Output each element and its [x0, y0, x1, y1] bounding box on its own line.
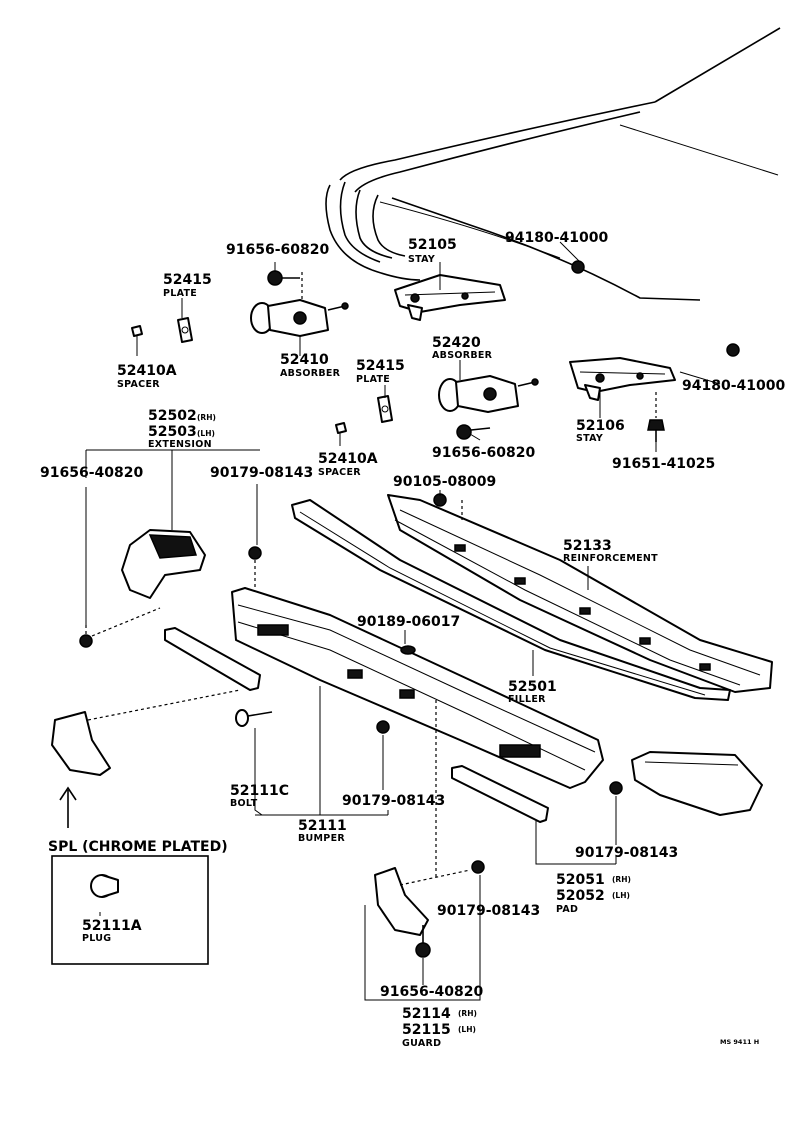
bolt-91651-41025-part — [647, 419, 665, 442]
leader-lines — [85, 241, 721, 1001]
name-plate-mid: PLATE — [356, 374, 390, 385]
label-91656-40820-left: 91656-40820 — [40, 465, 143, 481]
spacer-52410a-mid-part — [335, 422, 347, 434]
bolt-91656-60820-top-part — [267, 270, 300, 286]
bumper-52111-part — [231, 587, 604, 789]
plate-52415-mid-part — [377, 395, 393, 423]
reinforcement-52133-part — [387, 494, 773, 693]
suffix-lh-pad: (LH) — [612, 891, 630, 900]
nut-94180-right-part — [726, 343, 740, 357]
bolt-91656-40820-bottom-part — [415, 925, 431, 958]
pad-left-part — [164, 627, 261, 691]
suffix-rh-pad: (RH) — [612, 875, 631, 884]
plate-52415-left-part — [177, 317, 193, 343]
arrow-head — [59, 786, 77, 801]
label-52106: 52106 — [576, 418, 625, 434]
part-labels: 91656-60820 52105 STAY 94180-41000 52415… — [40, 230, 785, 1049]
label-52052: 52052 — [556, 888, 605, 904]
name-stay-right: STAY — [576, 433, 603, 444]
label-52420: 52420 — [432, 335, 481, 351]
label-52111c: 52111C — [230, 783, 289, 799]
end-cap-left-part — [51, 711, 111, 776]
name-bumper: BUMPER — [298, 833, 345, 844]
label-90105-08009: 90105-08009 — [393, 474, 496, 490]
label-52114: 52114 — [402, 1006, 451, 1022]
label-52111a: 52111A — [82, 918, 142, 934]
name-plug: PLUG — [82, 933, 111, 944]
pad-52051-part — [451, 765, 549, 823]
suffix-lh-guard: (LH) — [458, 1025, 476, 1034]
guard-52114-part — [374, 867, 429, 936]
spl-box — [51, 855, 209, 965]
reference-code: MS 9411 H — [720, 1038, 759, 1046]
label-94180-41000-right: 94180-41000 — [682, 378, 785, 394]
name-absorber-left: ABSORBER — [280, 368, 341, 379]
name-spacer-left: SPACER — [117, 379, 160, 390]
end-cap-right-part — [631, 751, 763, 816]
nut-90179-08143-d-part — [471, 860, 485, 874]
label-52415-mid: 52415 — [356, 358, 405, 374]
label-52111: 52111 — [298, 818, 347, 834]
label-52410: 52410 — [280, 352, 329, 368]
label-52105: 52105 — [408, 237, 457, 253]
nut-90179-08143-a-part — [248, 546, 262, 560]
bolt-52111c-part — [235, 709, 273, 727]
label-52503: 52503 — [148, 424, 197, 440]
label-52410a-left: 52410A — [117, 363, 177, 379]
bolt-91656-60820-mid-part — [456, 424, 491, 440]
label-52501: 52501 — [508, 679, 557, 695]
suffix-rh-extension: (RH) — [197, 413, 216, 422]
car-body-outline — [325, 27, 781, 301]
name-extension: EXTENSION — [148, 439, 212, 450]
label-90179-08143-b: 90179-08143 — [342, 793, 445, 809]
spacer-52410a-left-part — [131, 325, 143, 337]
nut-90179-08143-b-part — [376, 720, 390, 734]
name-guard: GUARD — [402, 1038, 441, 1049]
label-52115: 52115 — [402, 1022, 451, 1038]
spl-title: SPL (CHROME PLATED) — [48, 839, 228, 855]
nut-94180-top-part — [571, 260, 585, 274]
label-52051: 52051 — [556, 872, 605, 888]
extension-52502-part — [121, 529, 206, 599]
name-plate-left: PLATE — [163, 288, 197, 299]
plug-52111a-part — [90, 874, 119, 898]
label-90179-08143-a: 90179-08143 — [210, 465, 313, 481]
plug-90189-06017-part — [400, 645, 416, 655]
name-pad: PAD — [556, 904, 578, 915]
absorber-52420-part — [438, 375, 539, 413]
label-91656-40820-bottom: 91656-40820 — [380, 984, 483, 1000]
name-filler: FILLER — [508, 694, 546, 705]
name-spacer-mid: SPACER — [318, 467, 361, 478]
label-91651-41025: 91651-41025 — [612, 456, 715, 472]
suffix-rh-guard: (RH) — [458, 1009, 477, 1018]
label-94180-41000-top: 94180-41000 — [505, 230, 608, 246]
absorber-52410-part — [250, 299, 349, 337]
label-91656-60820-top: 91656-60820 — [226, 242, 329, 258]
stay-52106-part — [569, 357, 676, 401]
name-reinforcement: REINFORCEMENT — [563, 553, 658, 564]
label-52133: 52133 — [563, 538, 612, 554]
nut-90179-08143-c-part — [609, 781, 623, 795]
label-90189-06017: 90189-06017 — [357, 614, 460, 630]
label-90179-08143-d: 90179-08143 — [437, 903, 540, 919]
filler-52501-part — [291, 499, 731, 701]
bolt-91656-40820-left-part — [79, 634, 93, 648]
label-52415-left: 52415 — [163, 272, 212, 288]
name-bolt: BOLT — [230, 798, 258, 809]
name-absorber-right: ABSORBER — [432, 350, 493, 361]
label-52410a-mid: 52410A — [318, 451, 378, 467]
stay-52105-part — [394, 274, 506, 321]
label-52502: 52502 — [148, 408, 197, 424]
suffix-lh-extension: (LH) — [197, 429, 215, 438]
name-stay-top: STAY — [408, 254, 435, 265]
label-90179-08143-c: 90179-08143 — [575, 845, 678, 861]
label-91656-60820-mid: 91656-60820 — [432, 445, 535, 461]
